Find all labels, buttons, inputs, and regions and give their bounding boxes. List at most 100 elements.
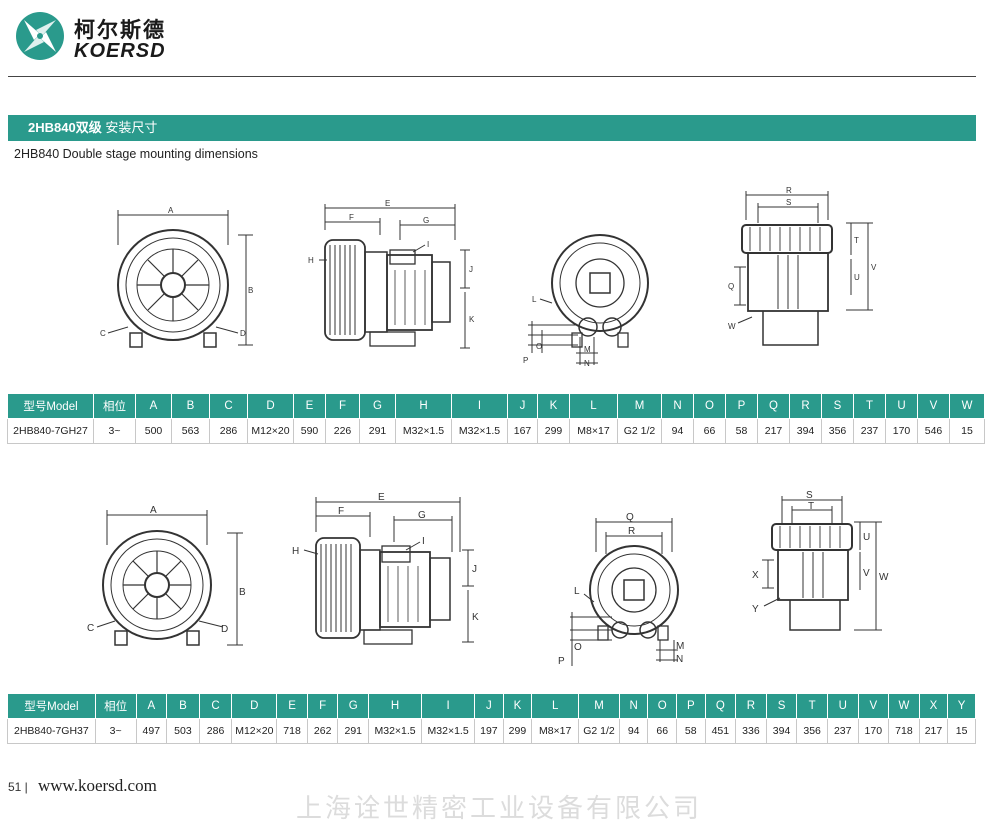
column-header-16: O <box>647 693 677 719</box>
table-cell: 286 <box>209 418 248 444</box>
table-cell: 217 <box>918 718 949 744</box>
table-cell: 94 <box>618 718 649 744</box>
drawing-top-rear-view: L M N O P <box>518 225 658 370</box>
table-cell: 356 <box>821 418 854 444</box>
section-title-cn: 安装尺寸 <box>105 120 158 135</box>
column-header-5: D <box>247 393 294 419</box>
dim-label-r: R <box>628 526 635 537</box>
table-cell: 286 <box>198 718 233 744</box>
column-header-19: R <box>789 393 822 419</box>
table-cell: M32×1.5 <box>451 418 508 444</box>
dim-label-s: S <box>806 490 813 501</box>
dim-label-o: O <box>574 642 582 653</box>
table-cell: M8×17 <box>569 418 618 444</box>
column-header-17: P <box>725 393 758 419</box>
dim-label-h: H <box>292 546 299 557</box>
table-cell: 451 <box>704 718 737 744</box>
table-cell: 546 <box>917 418 950 444</box>
column-header-12: K <box>537 393 570 419</box>
dim-label-v: V <box>871 263 877 272</box>
table-cell: 291 <box>359 418 396 444</box>
column-header-1: 相位 <box>93 393 136 419</box>
dim-label-w: W <box>728 322 736 331</box>
dim-label-u: U <box>863 532 870 543</box>
column-header-8: G <box>359 393 396 419</box>
column-header-22: U <box>826 693 859 719</box>
dim-label-e: E <box>378 492 385 503</box>
section-subtitle: 2HB840 Double stage mounting dimensions <box>14 147 258 161</box>
dim-label-b: B <box>248 286 253 295</box>
dim-label-t: T <box>854 236 859 245</box>
column-header-14: M <box>578 693 620 719</box>
dim-label-e: E <box>385 200 390 208</box>
column-header-16: O <box>693 393 726 419</box>
dim-label-w: W <box>879 572 889 583</box>
dim-label-g: G <box>418 510 426 521</box>
column-header-15: N <box>618 693 649 719</box>
table-cell: 15 <box>947 718 976 744</box>
drawing-bottom-front-view: A B C D <box>85 505 250 655</box>
table-cell: 497 <box>135 718 168 744</box>
dim-label-u: U <box>854 273 860 282</box>
column-header-4: C <box>198 693 233 719</box>
column-header-2: A <box>135 693 168 719</box>
column-header-23: V <box>857 693 890 719</box>
table-cell: 94 <box>661 418 694 444</box>
section-model: 2HB840双级 <box>28 120 102 135</box>
table-cell: 170 <box>885 418 918 444</box>
column-header-12: K <box>502 693 533 719</box>
column-header-19: R <box>735 693 767 719</box>
dim-label-d: D <box>240 329 246 338</box>
table-cell: M32×1.5 <box>395 418 452 444</box>
column-header-11: J <box>474 693 504 719</box>
dim-label-x: X <box>752 570 759 581</box>
column-header-18: Q <box>757 393 790 419</box>
column-header-3: B <box>171 393 210 419</box>
table-cell: 336 <box>735 718 767 744</box>
column-header-0: 型号Model <box>7 693 96 719</box>
dim-label-l: L <box>532 295 537 304</box>
dim-label-a: A <box>168 206 174 215</box>
dim-label-i: I <box>427 240 429 249</box>
dim-label-n: N <box>676 654 683 665</box>
column-header-17: P <box>676 693 706 719</box>
table-cell: 394 <box>765 718 798 744</box>
table-cell: 590 <box>293 418 326 444</box>
drawing-top-front-view: A B C D <box>98 205 258 360</box>
brand-name-en: KOERSD <box>74 40 166 62</box>
dim-label-t: T <box>808 501 814 512</box>
dim-label-b: B <box>239 587 246 598</box>
column-header-1: 相位 <box>94 693 137 719</box>
table-cell: 500 <box>135 418 172 444</box>
column-header-9: H <box>395 393 452 419</box>
dim-label-y: Y <box>752 604 759 615</box>
dim-label-c: C <box>87 623 94 634</box>
column-header-21: T <box>796 693 828 719</box>
column-header-15: N <box>661 393 694 419</box>
drawing-bottom-profile-view: S T U V W X Y <box>740 490 890 640</box>
dim-label-n: N <box>584 359 590 368</box>
section-title-bar: 2HB840双级 安装尺寸 <box>8 115 976 141</box>
table-cell: 299 <box>502 718 533 744</box>
column-header-13: L <box>531 693 580 719</box>
table-cell: 356 <box>796 718 828 744</box>
dim-label-c: C <box>100 329 106 338</box>
dim-label-g: G <box>423 216 429 225</box>
column-header-6: E <box>276 693 308 719</box>
column-header-7: F <box>306 693 339 719</box>
brand-name-cn: 柯尔斯德 <box>74 17 166 42</box>
table-cell: 197 <box>474 718 504 744</box>
drawing-bottom-side-view: E F G H I J K <box>290 492 485 652</box>
page-number: 51 | <box>8 780 28 794</box>
dim-label-j: J <box>469 265 473 274</box>
column-header-0: 型号Model <box>7 393 94 419</box>
table-cell: 2HB840-7GH37 <box>7 718 96 744</box>
company-name-watermark: 上海诠世精密工业设备有限公司 <box>296 793 703 823</box>
column-header-23: V <box>917 393 950 419</box>
website-link[interactable]: www.koersd.com <box>38 776 157 795</box>
dim-label-k: K <box>469 315 475 324</box>
column-header-22: U <box>885 393 918 419</box>
column-header-6: E <box>293 393 326 419</box>
